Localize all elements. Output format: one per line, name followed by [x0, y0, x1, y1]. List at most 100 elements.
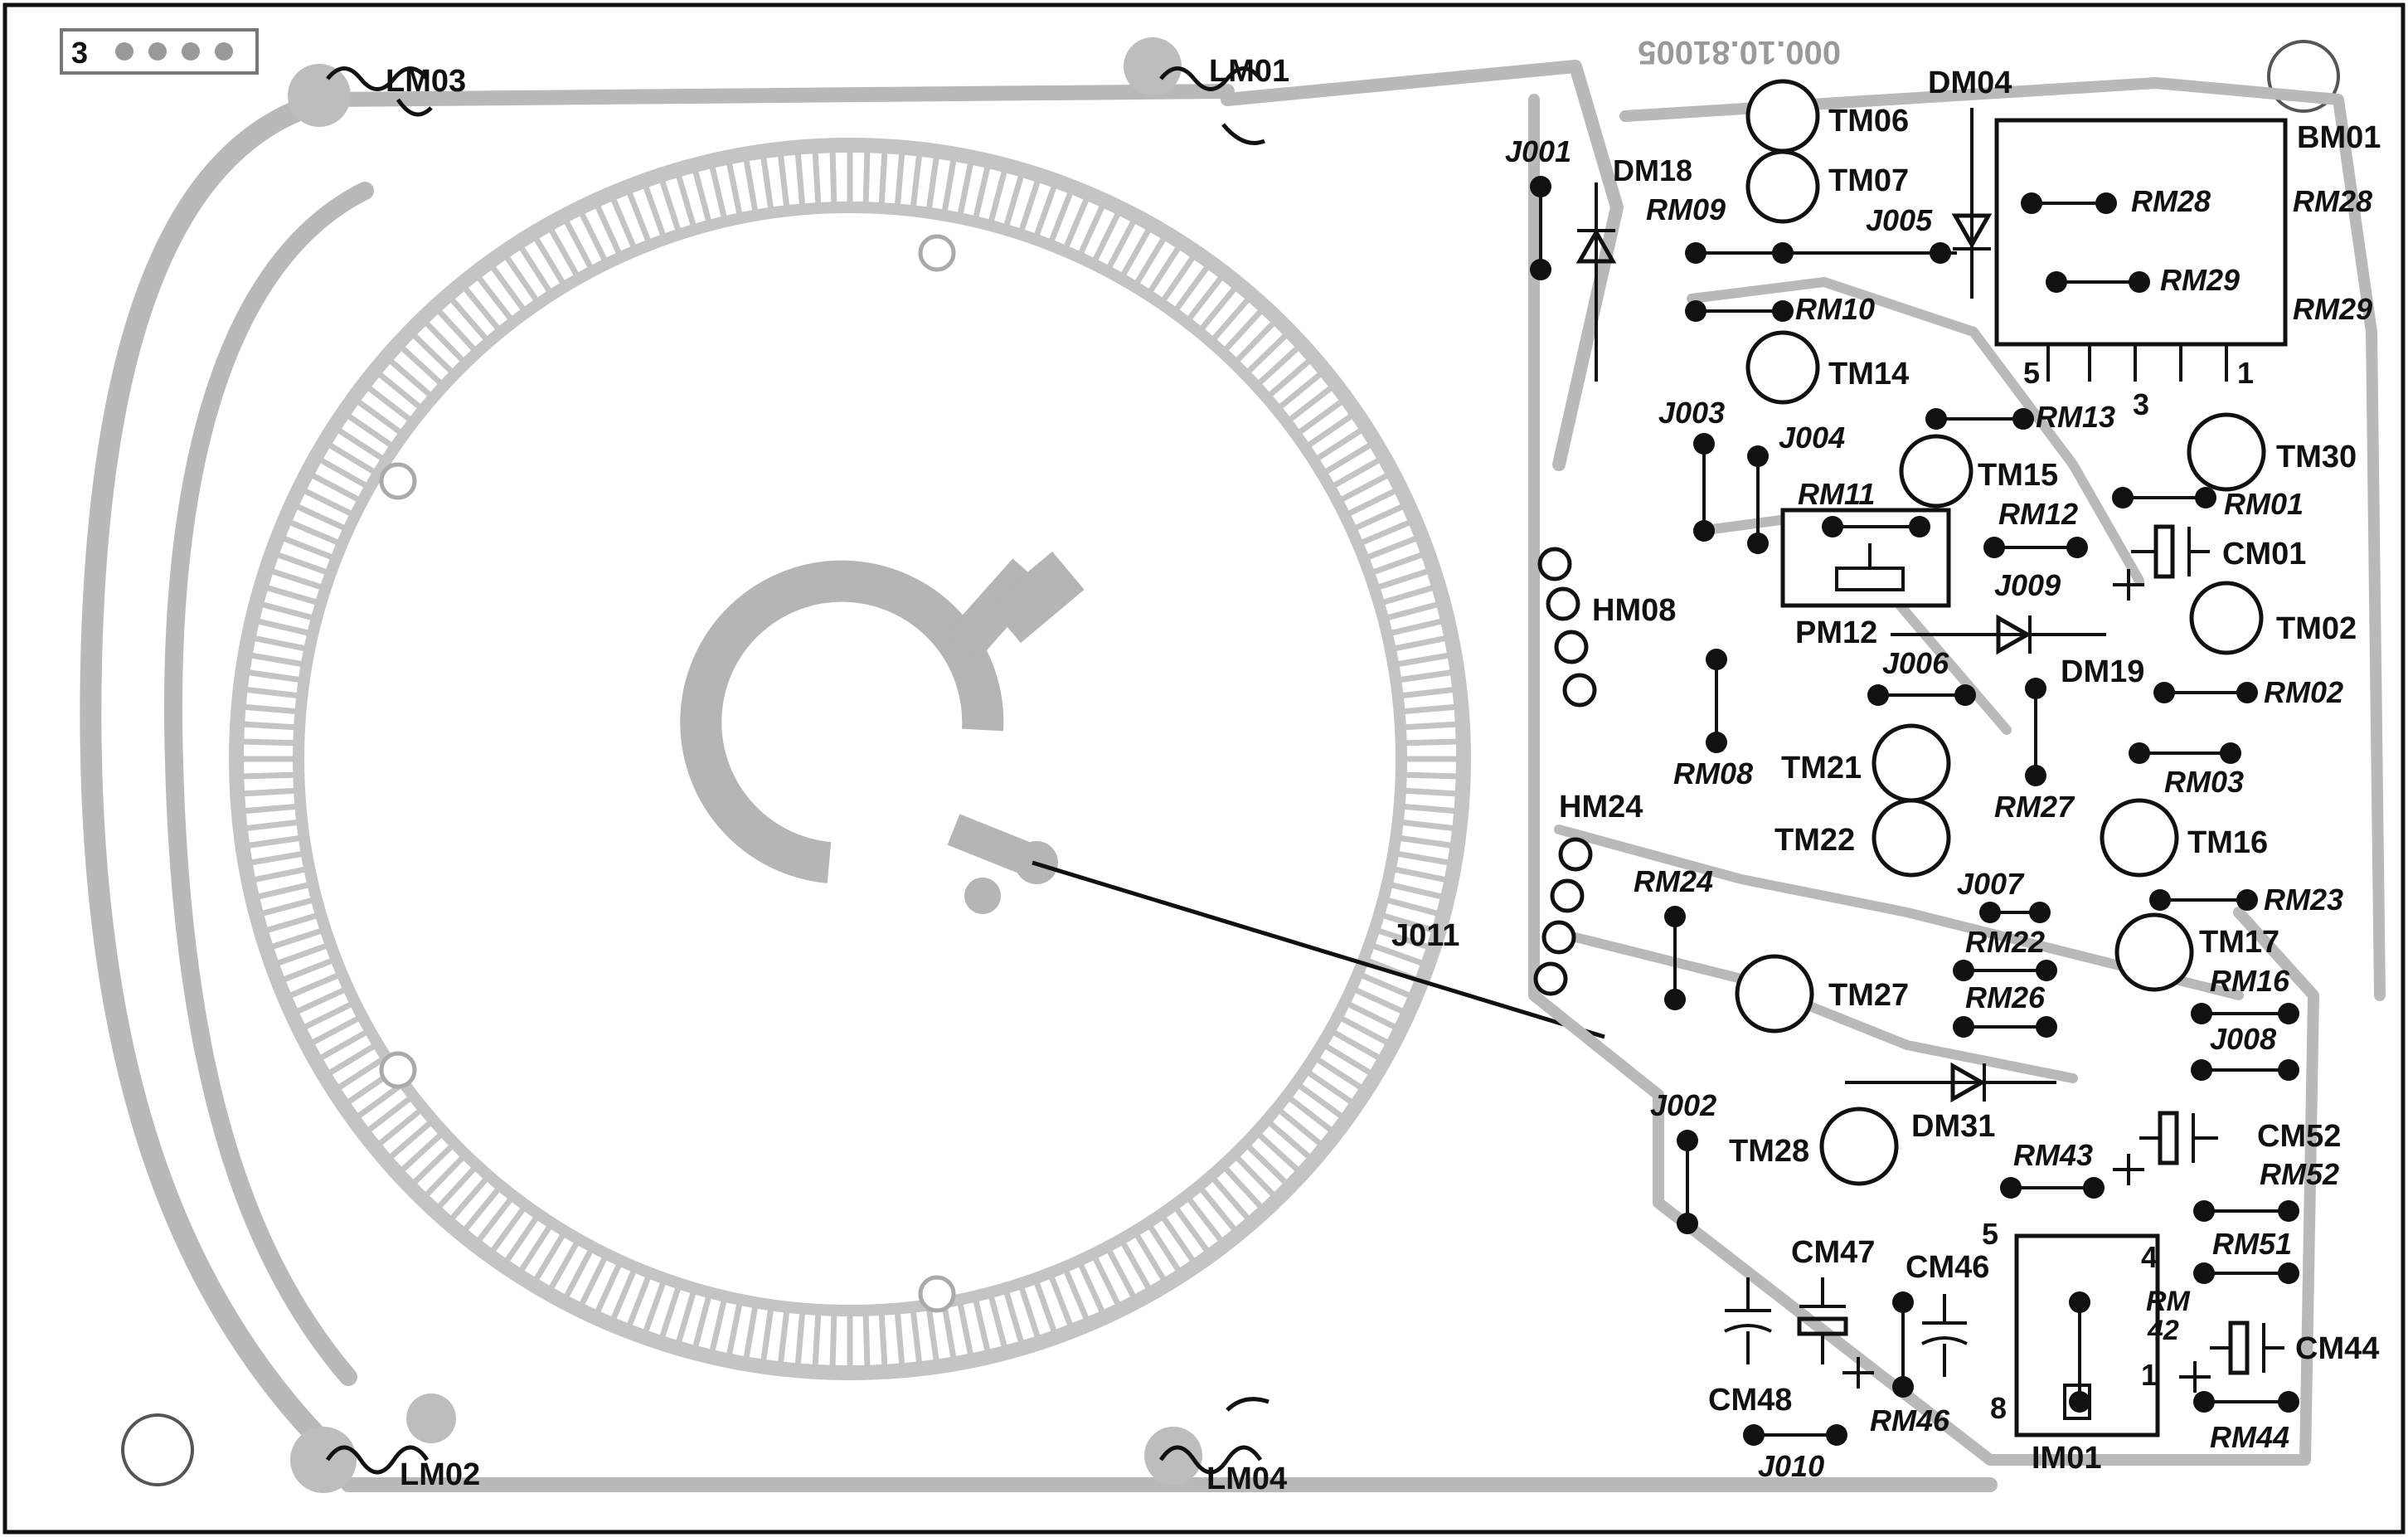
- encoder-tooth: [280, 535, 335, 561]
- resistor-rm52: [2193, 1200, 2299, 1222]
- encoder-tooth: [988, 1294, 1008, 1350]
- j003-label: J003: [1658, 396, 1725, 430]
- jumper-j010: J010: [1743, 1424, 1847, 1483]
- encoder-tooth: [1305, 412, 1355, 449]
- bm01-pin5-label: 5: [2023, 356, 2040, 390]
- encoder-tooth: [777, 153, 790, 209]
- encoder-tooth: [1147, 1223, 1182, 1274]
- encoder-tooth: [878, 149, 888, 207]
- encoder-tooth: [269, 927, 324, 951]
- tm14-label: TM14: [1828, 357, 1909, 392]
- encoder-tooth: [1198, 285, 1239, 333]
- encoder-tooth: [626, 1274, 652, 1329]
- transistor-tm30: TM30: [2187, 412, 2357, 492]
- encoder-tooth: [1380, 912, 1436, 934]
- encoder-tooth: [294, 503, 347, 532]
- transistor-tm06: TM06: [1745, 79, 1909, 153]
- encoder-tooth: [1255, 1131, 1301, 1174]
- tm22-label: TM22: [1774, 823, 1855, 858]
- platter-hole: [918, 234, 956, 272]
- tm07-label: TM07: [1828, 163, 1909, 198]
- encoder-tooth: [1286, 384, 1335, 423]
- encoder-tooth: [594, 1262, 623, 1316]
- part-number-mirrored: 000.10.81005: [1638, 34, 1841, 71]
- transistor-tm14: TM14: [1745, 330, 1909, 405]
- tm06-label: TM06: [1828, 104, 1909, 139]
- encoder-tooth: [1402, 721, 1459, 731]
- lm04-label: LM04: [1206, 1462, 1287, 1496]
- rm28-outer-label: RM28: [2293, 184, 2372, 218]
- header-hm24: HM24: [1533, 790, 1643, 996]
- encoder-tooth: [423, 1154, 466, 1199]
- resistor-rm51: RM51: [2193, 1227, 2299, 1284]
- encoder-tooth: [1397, 834, 1454, 849]
- rm52-label: RM52: [2260, 1157, 2339, 1191]
- encoder-tooth: [318, 1029, 370, 1062]
- encoder-tooth: [280, 957, 335, 983]
- encoder-tooth: [972, 164, 991, 221]
- diode-dm19: DM19: [1891, 614, 2144, 689]
- encoder-tooth: [1172, 264, 1211, 313]
- encoder-tooth: [251, 866, 308, 883]
- encoder-tooth: [1147, 244, 1182, 294]
- j008-label: J008: [2210, 1022, 2276, 1056]
- encoder-tooth: [1105, 218, 1138, 270]
- encoder-tooth: [1160, 1214, 1197, 1264]
- encoder-tooth: [1385, 601, 1440, 621]
- encoder-tooth: [1305, 1069, 1355, 1106]
- encoder-tooth: [355, 398, 404, 436]
- encoder-tooth: [461, 285, 502, 333]
- encoder-tooth: [240, 771, 297, 780]
- platter-hole: [379, 462, 417, 500]
- encoder-tooth: [365, 384, 414, 423]
- encoder-tooth: [503, 1214, 540, 1264]
- encoder-tooth: [1314, 426, 1365, 462]
- encoder-tooth: [475, 1195, 514, 1244]
- rm42-label-line2: 42: [2147, 1315, 2179, 1346]
- capacitor-cm46: CM46: [1906, 1250, 1989, 1377]
- encoder-tooth: [309, 1014, 362, 1047]
- lm01-label: LM01: [1209, 54, 1289, 89]
- resistor-rm43: RM43: [2000, 1138, 2105, 1199]
- jumper-j007: J007: [1957, 867, 2051, 923]
- encoder-tooth: [376, 370, 424, 411]
- encoder-tooth: [1266, 1119, 1313, 1160]
- encoder-tooth: [240, 738, 297, 747]
- encoder-tooth: [399, 1131, 444, 1174]
- encoder-tooth: [1338, 471, 1391, 503]
- encoder-tooth: [692, 168, 712, 224]
- encoder-tooth: [1077, 202, 1106, 256]
- bm01-label: BM01: [2297, 120, 2381, 155]
- cm44-label: CM44: [2295, 1331, 2379, 1366]
- encoder-tooth: [1400, 819, 1456, 832]
- resistor-rm10: RM10: [1685, 292, 1875, 326]
- jumper-j001: J001: [1505, 134, 1571, 280]
- encoder-tooth: [335, 1056, 386, 1092]
- dm18-label: DM18: [1613, 153, 1692, 187]
- rm16-label: RM16: [2210, 964, 2290, 998]
- encoder-tooth: [562, 1248, 595, 1300]
- encoder-tooth: [242, 803, 299, 815]
- encoder-tooth: [1245, 332, 1289, 375]
- resistor-rm28: RM28 RM28: [2021, 184, 2372, 218]
- encoder-tooth: [475, 274, 514, 323]
- encoder-tooth: [489, 1205, 527, 1254]
- encoder-tooth: [1296, 398, 1345, 436]
- encoder-tooth: [1330, 456, 1382, 489]
- encoder-tooth: [503, 254, 540, 304]
- j011-label: J011: [1391, 918, 1459, 953]
- encoder-tooth: [743, 1304, 759, 1360]
- encoder-tooth: [675, 173, 697, 229]
- encoder-tooth: [1388, 618, 1444, 637]
- rm44-label: RM44: [2210, 1420, 2289, 1454]
- encoder-tooth: [562, 218, 595, 270]
- encoder-tooth: [1388, 881, 1444, 900]
- resistor-rm24: RM24: [1634, 864, 1713, 1010]
- board-marker-number: 3: [71, 36, 88, 70]
- encoder-tooth: [743, 158, 759, 214]
- encoder-tooth: [709, 164, 728, 221]
- encoder-tooth: [246, 669, 303, 683]
- encoder-tooth: [249, 850, 305, 866]
- encoder-tooth: [925, 155, 940, 212]
- encoder-tooth: [489, 264, 527, 313]
